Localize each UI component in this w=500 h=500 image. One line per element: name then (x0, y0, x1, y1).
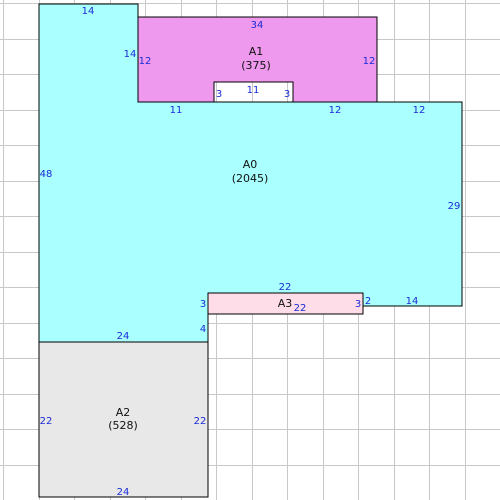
area-a0-name: A0 (243, 158, 258, 171)
dimension-a0-top: 14 (82, 6, 95, 17)
area-a3-shape (207, 292, 364, 315)
dimension-a3-left: 3 (200, 299, 206, 310)
dimension-a0-lower-right-a: 2 (365, 296, 371, 307)
dimension-a0-lower-right-b: 14 (406, 296, 419, 307)
area-a0-value: (2045) (232, 172, 269, 185)
dimension-a1-notch-left: 3 (216, 89, 222, 100)
dimension-a2-bottom: 24 (117, 487, 130, 498)
dimension-a0-right: 29 (448, 201, 461, 212)
dimension-a1-left: 12 (139, 56, 152, 67)
dimension-a0-step-left: 12 (329, 105, 342, 116)
dimension-a0-left: 48 (40, 169, 53, 180)
dimension-a0-bottom: 24 (117, 331, 130, 342)
dimension-a3-bottom: 22 (294, 303, 307, 314)
area-a2-name: A2 (116, 406, 131, 419)
dimension-a1-notch-right: 3 (284, 89, 290, 100)
dimension-a0-bottom-step: 4 (200, 324, 206, 335)
area-a2-shape (38, 341, 209, 498)
dimension-a3-top: 22 (279, 282, 292, 293)
dimension-a0-step-right: 12 (413, 105, 426, 116)
dimension-a1-notch-bottom: 11 (247, 85, 260, 96)
dimension-a2-right: 22 (194, 416, 207, 427)
area-a3-name: A3 (278, 297, 293, 310)
dimension-a1-top: 34 (251, 20, 264, 31)
dimension-a0-left-upper: 14 (124, 49, 137, 60)
dimension-a0-notch: 11 (170, 105, 183, 116)
area-a1-shape (137, 16, 378, 103)
area-a1-name: A1 (249, 45, 264, 58)
area-a1-value: (375) (241, 59, 271, 72)
area-a2-value: (528) (108, 419, 138, 432)
dimension-a2-left: 22 (40, 416, 53, 427)
dimension-a1-right: 12 (363, 56, 376, 67)
dimension-a3-right: 3 (355, 299, 361, 310)
